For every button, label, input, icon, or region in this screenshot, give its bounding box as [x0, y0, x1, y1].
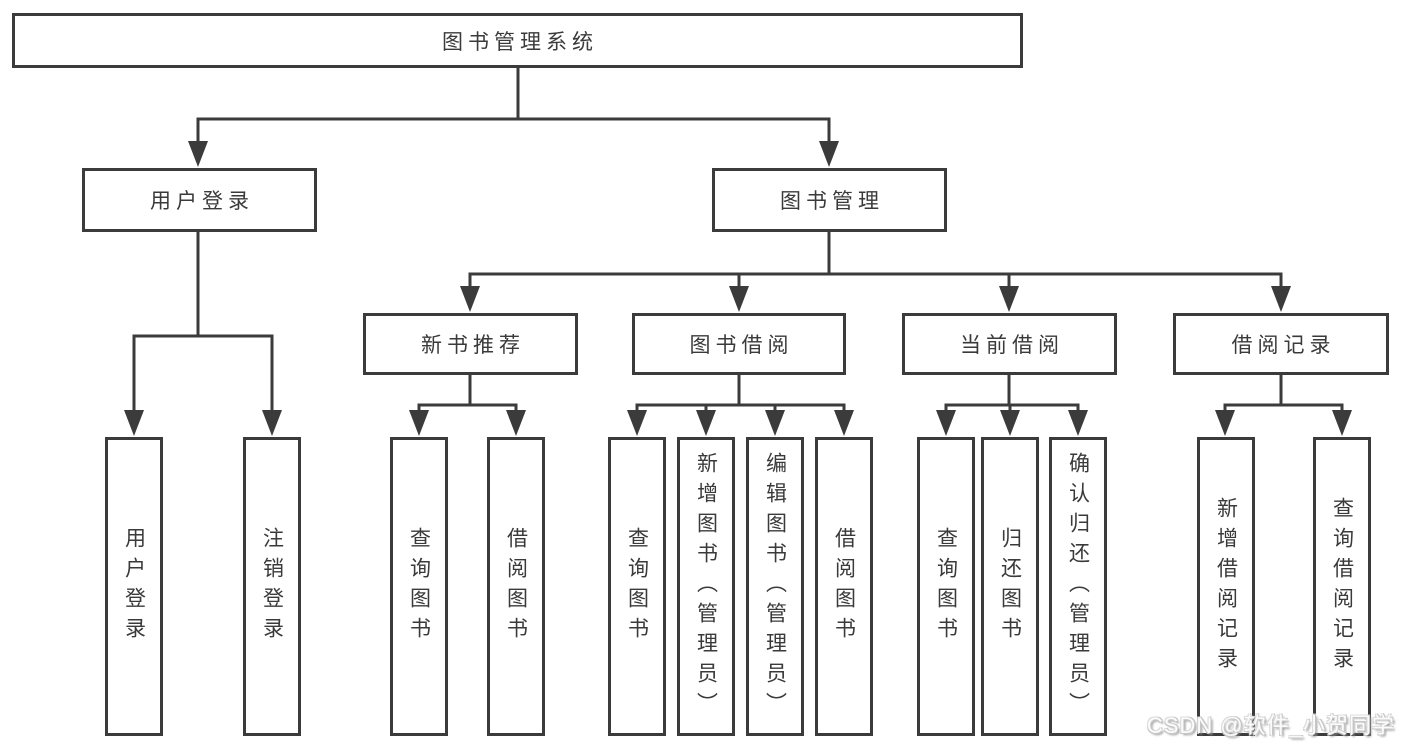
node-label: 查询图书	[407, 526, 431, 647]
arrow-down-icon	[834, 410, 854, 436]
arrow-down-icon	[729, 286, 749, 312]
arrow-down-icon	[765, 410, 785, 436]
arrow-down-icon	[1000, 410, 1020, 436]
edge-current-borrow-to-leaves	[944, 373, 1080, 417]
node-label: 用户登录	[150, 190, 254, 213]
node-label: 用户登录	[122, 526, 146, 647]
leaf-recommend-borrow-books: 借阅图书	[487, 437, 545, 736]
node-user-login: 用户登录	[82, 168, 317, 232]
arrow-down-icon	[409, 410, 429, 436]
node-label: 注销登录	[260, 526, 284, 647]
node-borrow-records: 借阅记录	[1173, 313, 1389, 375]
arrow-down-icon	[1271, 286, 1291, 312]
node-label: 编辑图书（管理员）	[763, 451, 787, 722]
leaf-confirm-return-admin: 确认归还（管理员）	[1049, 437, 1107, 736]
node-label: 新增借阅记录	[1214, 496, 1238, 677]
arrowheads	[124, 141, 1352, 436]
node-book-management: 图书管理	[712, 168, 947, 232]
node-label: 借阅记录	[1231, 334, 1336, 357]
arrow-down-icon	[1332, 410, 1352, 436]
node-current-borrow: 当前借阅	[902, 313, 1117, 375]
node-label: 图书借阅	[689, 334, 794, 357]
edge-book-borrow-to-leaves	[635, 373, 846, 417]
node-label: 确认归还（管理员）	[1066, 451, 1090, 722]
arrow-down-icon	[1068, 410, 1088, 436]
leaf-user-login: 用户登录	[105, 437, 163, 736]
leaf-add-borrow-record: 新增借阅记录	[1197, 437, 1255, 736]
node-label: 查询图书	[625, 526, 649, 647]
arrow-down-icon	[262, 410, 282, 436]
node-label: 归还图书	[998, 526, 1022, 647]
leaf-borrow-query-books: 查询图书	[608, 437, 666, 736]
arrow-down-icon	[506, 410, 526, 436]
leaf-logout: 注销登录	[243, 437, 301, 736]
node-library-system: 图书管理系统	[12, 13, 1023, 68]
node-label: 借阅图书	[504, 526, 528, 647]
node-label: 借阅图书	[832, 526, 856, 647]
leaf-query-borrow-record: 查询借阅记录	[1313, 437, 1371, 736]
edge-new-book-recommend-to-leaves	[417, 373, 518, 417]
node-label: 查询借阅记录	[1330, 496, 1354, 677]
edge-borrow-records-to-leaves	[1223, 373, 1344, 417]
arrow-down-icon	[819, 141, 839, 167]
leaf-recommend-query-books: 查询图书	[390, 437, 448, 736]
edge-root-to-level2	[196, 66, 831, 148]
arrow-down-icon	[627, 410, 647, 436]
node-label: 图书管理系统	[442, 30, 598, 54]
leaf-edit-books-admin: 编辑图书（管理员）	[746, 437, 804, 736]
leaf-add-books-admin: 新增图书（管理员）	[677, 437, 735, 736]
node-label: 新增图书（管理员）	[694, 451, 718, 722]
arrow-down-icon	[936, 410, 956, 436]
node-label: 当前借阅	[960, 334, 1064, 357]
arrow-down-icon	[999, 286, 1019, 312]
edge-lines	[132, 66, 1344, 417]
edge-user-login-to-leaves	[132, 230, 274, 417]
arrow-down-icon	[696, 410, 716, 436]
node-book-borrow: 图书借阅	[632, 313, 846, 375]
edge-book-management-to-level3	[468, 230, 1283, 293]
csdn-watermark: CSDN @软件_小贺同学	[1146, 713, 1395, 738]
arrow-down-icon	[124, 410, 144, 436]
arrow-down-icon	[188, 141, 208, 167]
node-label: 新书推荐	[421, 334, 525, 357]
arrow-down-icon	[460, 286, 480, 312]
leaf-current-query-books: 查询图书	[917, 437, 975, 736]
node-label: 查询图书	[934, 526, 958, 647]
arrow-down-icon	[1215, 410, 1235, 436]
leaf-return-books: 归还图书	[981, 437, 1039, 736]
node-new-book-recommend: 新书推荐	[363, 313, 578, 375]
leaf-borrow-books: 借阅图书	[815, 437, 873, 736]
node-label: 图书管理	[780, 190, 884, 213]
